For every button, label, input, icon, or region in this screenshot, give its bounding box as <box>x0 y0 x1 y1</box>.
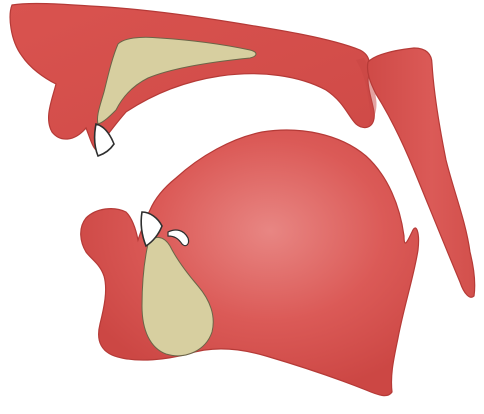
upper-jaw <box>10 3 374 150</box>
tongue <box>81 130 419 396</box>
